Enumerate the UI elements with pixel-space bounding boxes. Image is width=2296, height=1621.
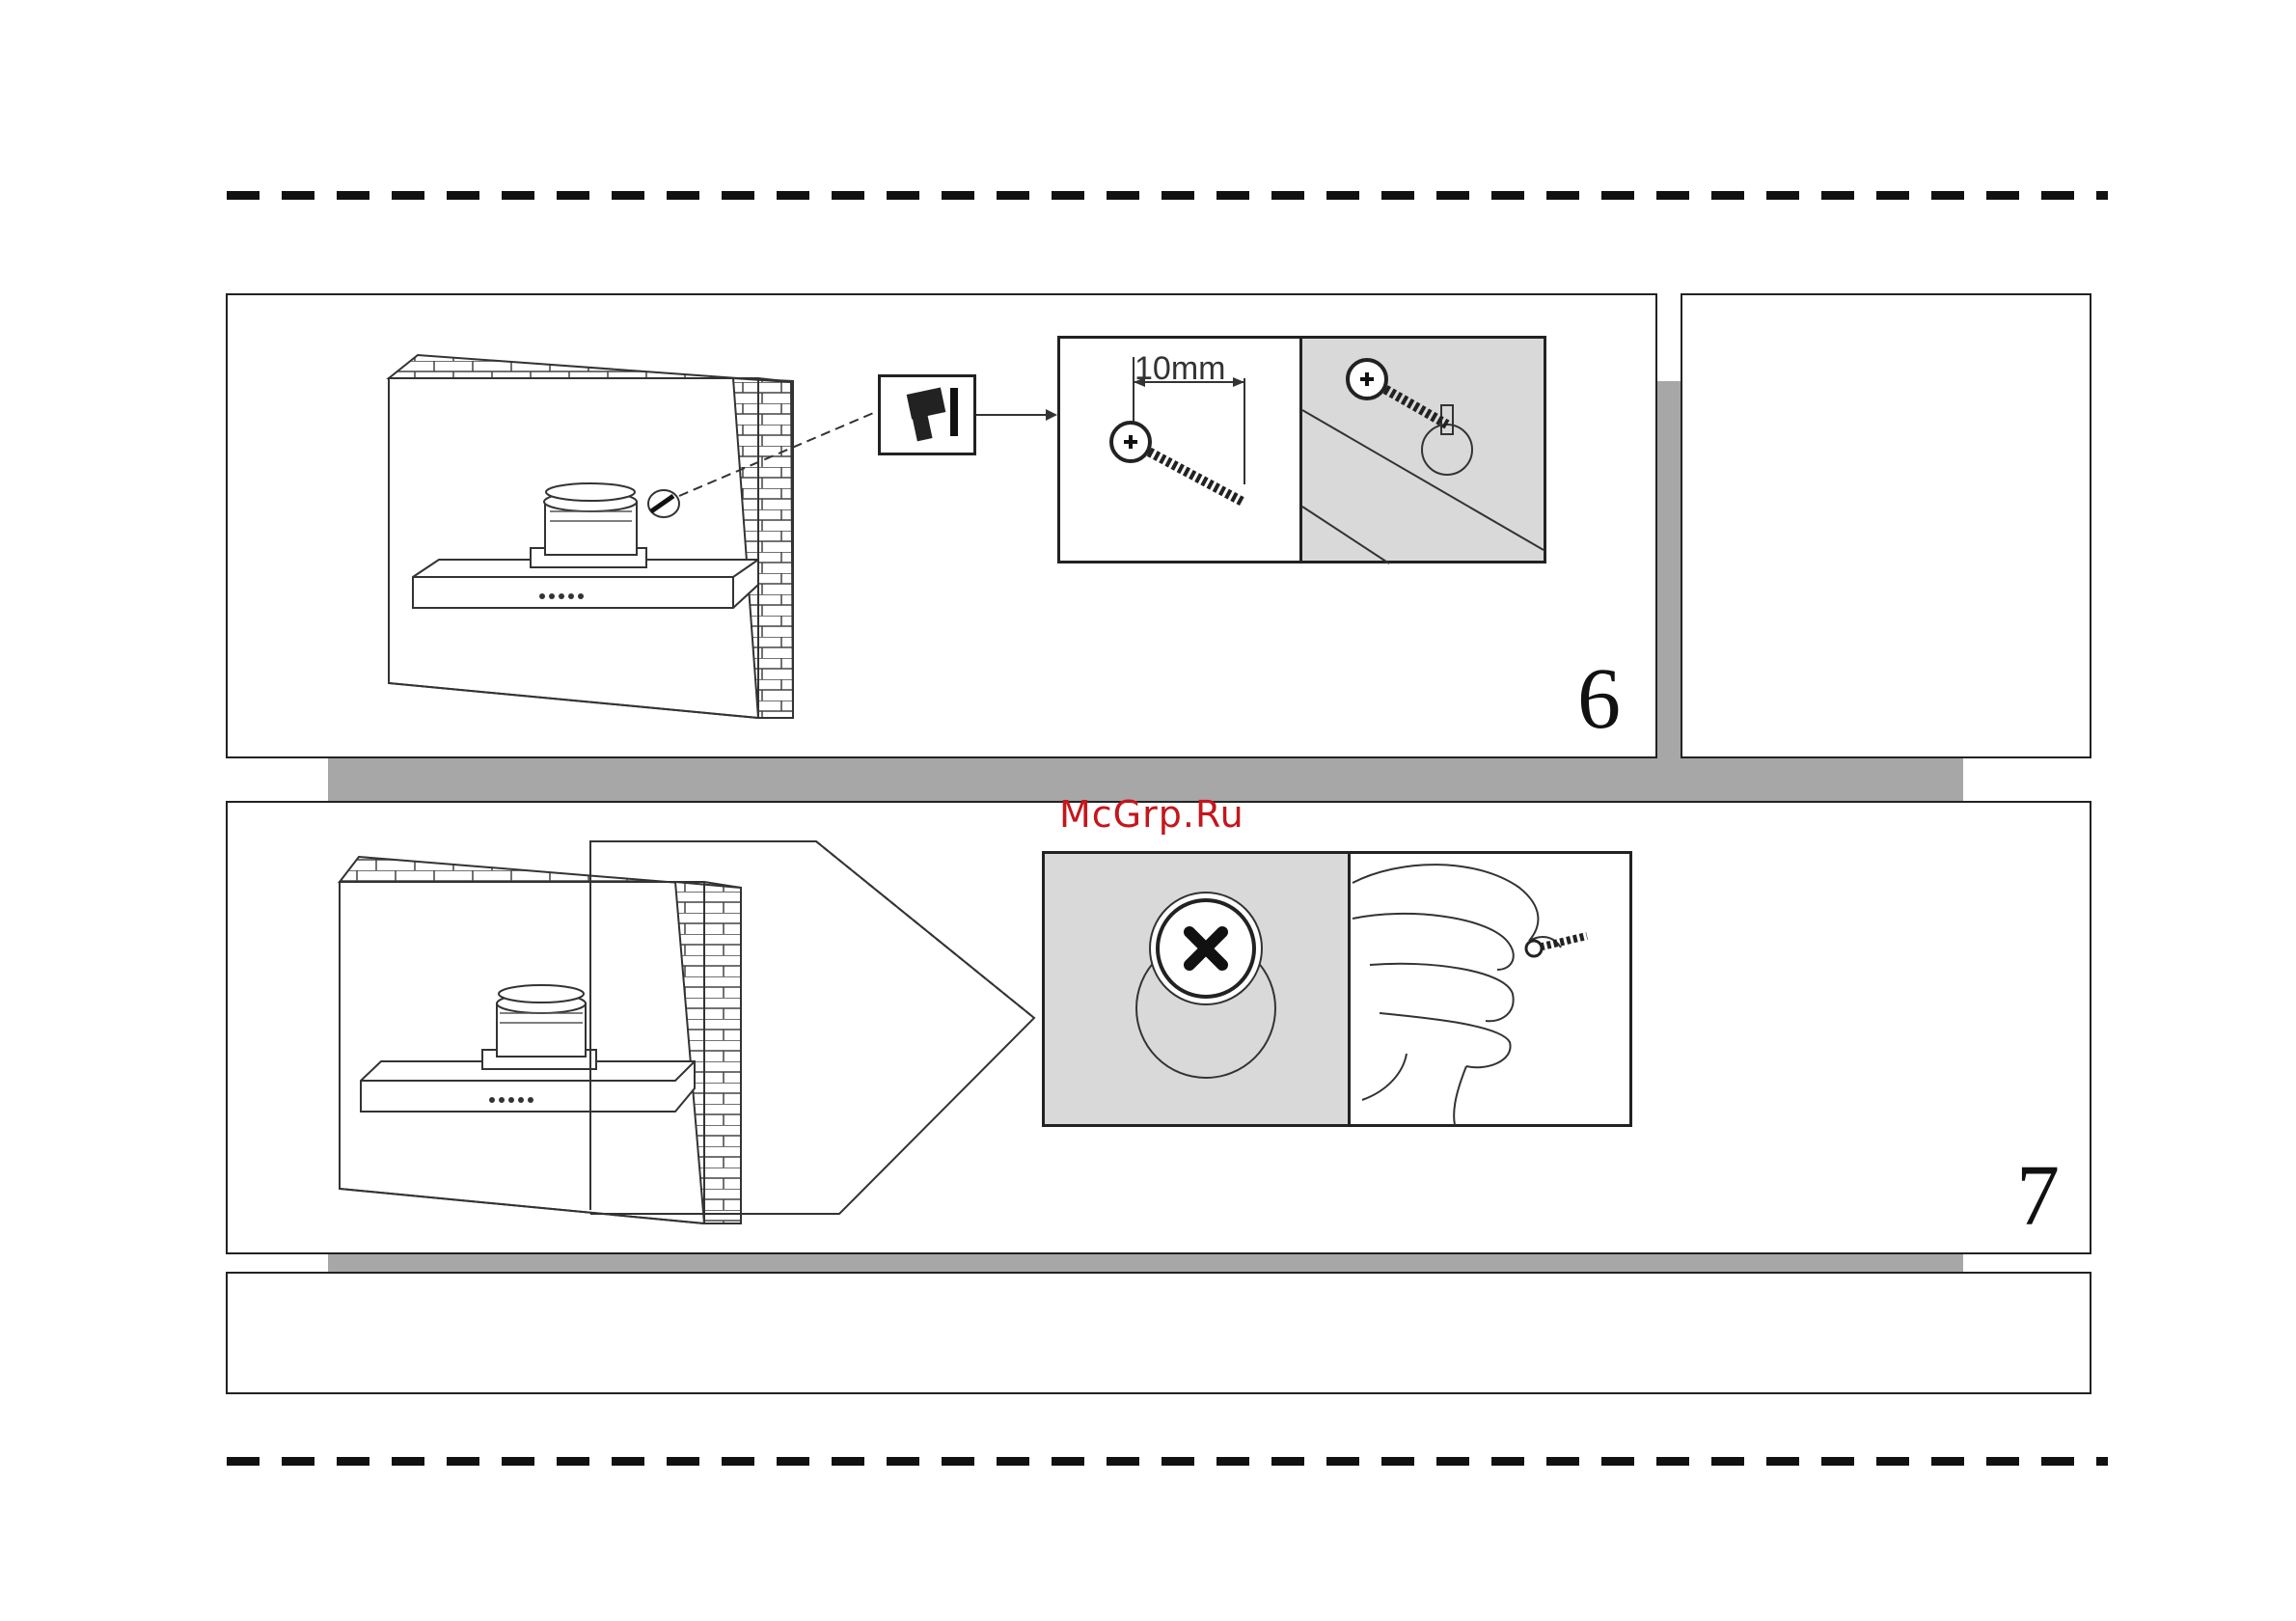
dimension-label: 10mm [1134,350,1225,388]
step6-keyhole-icon [1302,360,1544,563]
step-number-7: 7 [2016,1153,2060,1240]
step7-hand-icon [1353,865,1587,1125]
step7-keyhole-icon [1136,893,1275,1078]
watermark: McGrp.Ru [1059,793,1244,836]
drill-icon [907,388,958,442]
step-number-6: 6 [1577,656,1621,743]
